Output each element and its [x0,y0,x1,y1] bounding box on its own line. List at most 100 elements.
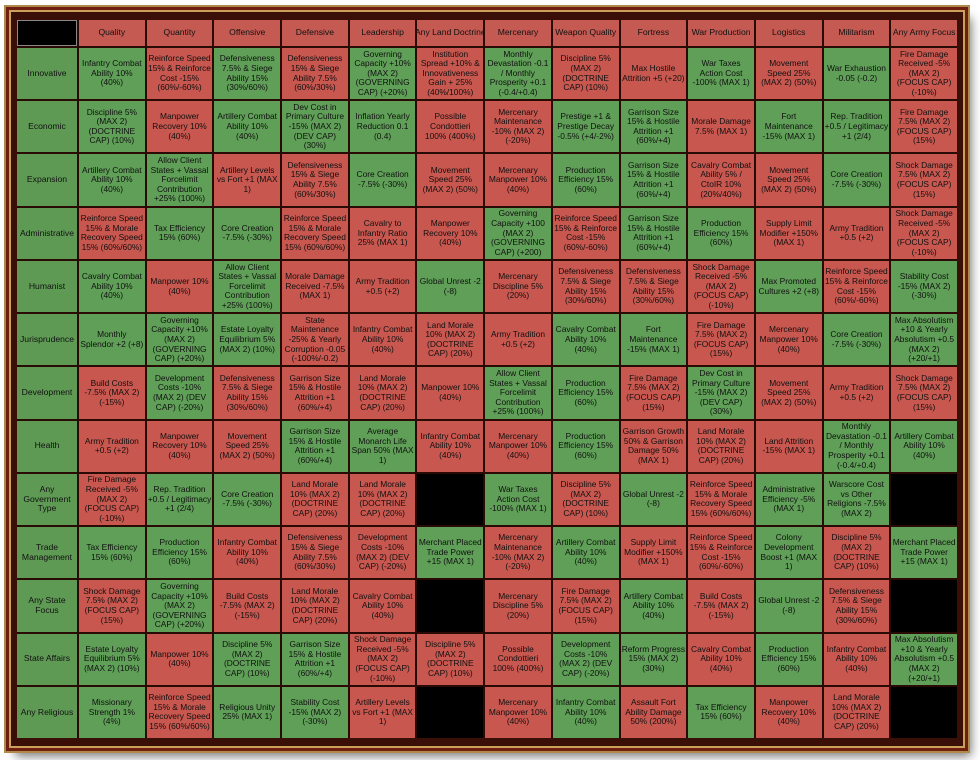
policy-cell[interactable]: Mercenary Maintenance -10% (MAX 2) (-20%… [485,527,551,579]
policy-cell[interactable]: Reinforce Speed 15% & Reinforce Cost -15… [823,260,890,313]
policy-cell[interactable]: Global Unrest -2 (-8) [755,580,822,632]
policy-cell[interactable]: War Taxes Action Cost -100% (MAX 1) [485,473,551,526]
policy-cell[interactable]: Defensiveness 7.5% & Siege Ability 15% (… [620,260,687,313]
policy-cell[interactable]: War Exhaustion -0.05 (-0.2) [823,48,890,100]
policy-cell[interactable]: Reinforce Speed 15% & Reinforce Cost -15… [688,527,754,579]
policy-cell[interactable]: Rep. Tradition +0.5 / Legitimacy +1 (2/4… [823,101,890,153]
policy-cell[interactable]: Garrison Size 15% & Hostile Attrition +1… [620,207,687,259]
policy-cell[interactable]: Mercenary Manpower 10% (40%) [485,420,551,472]
policy-cell[interactable]: Reinforce Speed 15% & Reinforce Cost -15… [552,207,619,259]
policy-cell[interactable]: Land Morale 10% (MAX 2) (DOCTRINE CAP) (… [823,686,890,738]
policy-cell[interactable]: Cavalry Combat Ability 10% (40%) [79,260,145,313]
policy-cell[interactable]: Monthly Splendor +2 (+8) [79,314,145,366]
policy-cell[interactable]: Manpower 10% (40%) [146,260,213,313]
policy-cell[interactable]: Land Morale 10% (MAX 2) (DOCTRINE CAP) (… [349,473,416,526]
policy-cell[interactable]: State Maintenance -25% & Yearly Corrupti… [282,314,348,366]
policy-cell[interactable]: Infantry Combat Ability 10% (40%) [552,686,619,738]
policy-cell[interactable]: Administrative Efficiency -5% (MAX 1) [755,473,822,526]
policy-cell[interactable]: Cavalry Combat Ability 5% / CtoIR 10% (2… [688,154,754,206]
policy-cell[interactable]: Cavalry to Infantry Ratio 25% (MAX 1) [349,207,416,259]
policy-cell[interactable]: Governing Capacity +100 (MAX 2) (GOVERNI… [485,207,551,259]
policy-cell[interactable]: Shock Damage Received -5% (MAX 2) (FOCUS… [688,260,754,313]
policy-cell[interactable]: Manpower 10% (40%) [417,367,484,419]
policy-cell[interactable]: Inflation Yearly Reduction 0.1 (0.4) [349,101,416,153]
policy-cell[interactable]: Max Hostile Attrition +5 (+20) [620,48,687,100]
policy-cell[interactable]: War Taxes Action Cost -100% (MAX 1) [688,48,754,100]
policy-cell[interactable]: Movement Speed 25% (MAX 2) (50%) [755,367,822,419]
policy-cell[interactable]: Defensiveness 7.5% & Siege Ability 15% (… [214,48,281,100]
policy-cell[interactable]: Infantry Combat Ability 10% (40%) [349,314,416,366]
policy-cell[interactable]: Movement Speed 25% (MAX 2) (50%) [417,154,484,206]
policy-cell[interactable]: Land Morale 10% (MAX 2) (DOCTRINE CAP) (… [282,473,348,526]
policy-cell[interactable]: Tax Efficiency 15% (60%) [79,527,145,579]
policy-cell[interactable]: Core Creation -7.5% (-30%) [214,473,281,526]
policy-cell[interactable]: Estate Loyalty Equilibrium 5% (MAX 2) (1… [214,314,281,366]
policy-cell[interactable]: Max Promoted Cultures +2 (+8) [755,260,822,313]
policy-cell[interactable]: Manpower Recovery 10% (40%) [417,207,484,259]
policy-cell[interactable]: Infantry Combat Ability 10% (40%) [79,48,145,100]
policy-cell[interactable]: Supply Limit Modifier +150% (MAX 1) [755,207,822,259]
policy-cell[interactable]: Stability Cost -15% (MAX 2) (-30%) [891,260,957,313]
policy-cell[interactable]: Production Efficiency 15% (60%) [552,154,619,206]
policy-cell[interactable]: Movement Speed 25% (MAX 2) (50%) [214,420,281,472]
policy-cell[interactable]: Rep. Tradition +0.5 / Legitimacy +1 (2/4… [146,473,213,526]
policy-cell[interactable]: Discipline 5% (MAX 2) (DOCTRINE CAP) (10… [214,633,281,685]
policy-cell[interactable]: Garrison Size 15% & Hostile Attrition +1… [282,633,348,685]
policy-cell[interactable]: Discipline 5% (MAX 2) (DOCTRINE CAP) (10… [552,48,619,100]
policy-cell[interactable]: Manpower Recovery 10% (40%) [146,420,213,472]
policy-cell[interactable]: Stability Cost -15% (MAX 2) (-30%) [282,686,348,738]
policy-cell[interactable]: Discipline 5% (MAX 2) (DOCTRINE CAP) (10… [823,527,890,579]
policy-cell[interactable]: Defensiveness 15% & Siege Ability 7.5% (… [282,527,348,579]
policy-cell[interactable]: Institution Spread +10% & Innovativeness… [417,48,484,100]
policy-cell[interactable]: Artillery Combat Ability 10% (40%) [214,101,281,153]
policy-cell[interactable]: Fort Maintenance -15% (MAX 1) [620,314,687,366]
policy-cell[interactable]: Movement Speed 25% (MAX 2) (50%) [755,48,822,100]
policy-cell[interactable]: Supply Limit Modifier +150% (MAX 1) [620,527,687,579]
policy-cell[interactable]: Army Tradition +0.5 (+2) [79,420,145,472]
policy-cell[interactable]: Fire Damage 7.5% (MAX 2) (FOCUS CAP) (15… [620,367,687,419]
policy-cell[interactable]: Reinforce Speed 15% & Morale Recovery Sp… [282,207,348,259]
policy-cell[interactable]: Core Creation -7.5% (-30%) [823,314,890,366]
policy-cell[interactable]: Defensiveness 7.5% & Siege Ability 15% (… [214,367,281,419]
policy-cell[interactable]: Tax Efficiency 15% (60%) [688,686,754,738]
policy-cell[interactable]: Reform Progress 15% (MAX 2) (30%) [620,633,687,685]
policy-cell[interactable]: Garrison Size 15% & Hostile Attrition +1… [282,420,348,472]
policy-cell[interactable]: Land Morale 10% (MAX 2) (DOCTRINE CAP) (… [688,420,754,472]
policy-cell[interactable]: Possible Condottieri 100% (400%) [417,101,484,153]
policy-cell[interactable]: Mercenary Discipline 5% (20%) [485,580,551,632]
policy-cell[interactable]: Morale Damage Received -7.5% (MAX 1) [282,260,348,313]
policy-cell[interactable]: Army Tradition +0.5 (+2) [485,314,551,366]
policy-cell[interactable]: Movement Speed 25% (MAX 2) (50%) [755,154,822,206]
policy-cell[interactable]: Fire Damage 7.5% (MAX 2) (FOCUS CAP) (15… [552,580,619,632]
policy-cell[interactable]: Reinforce Speed 15% & Morale Recovery Sp… [688,473,754,526]
policy-cell[interactable]: Defensiveness 15% & Siege Ability 7.5% (… [282,48,348,100]
policy-cell[interactable]: Land Morale 10% (MAX 2) (DOCTRINE CAP) (… [282,580,348,632]
policy-cell[interactable]: Manpower Recovery 10% (40%) [755,686,822,738]
policy-cell[interactable]: Governing Capacity +10% (MAX 2) (GOVERNI… [349,48,416,100]
policy-cell[interactable]: Cavalry Combat Ability 10% (40%) [688,633,754,685]
policy-cell[interactable]: Cavalry Combat Ability 10% (40%) [552,314,619,366]
policy-cell[interactable]: Cavalry Combat Ability 10% (40%) [349,580,416,632]
policy-cell[interactable]: Allow Client States + Vassal Forcelimit … [485,367,551,419]
policy-cell[interactable]: Dev Cost in Primary Culture -15% (MAX 2)… [688,367,754,419]
policy-cell[interactable]: Estate Loyalty Equilibrium 5% (MAX 2) (1… [79,633,145,685]
policy-cell[interactable]: Shock Damage 7.5% (MAX 2) (FOCUS CAP) (1… [891,154,957,206]
policy-cell[interactable]: Build Costs -7.5% (MAX 2) (-15%) [688,580,754,632]
policy-cell[interactable]: Possible Condottieri 100% (400%) [485,633,551,685]
policy-cell[interactable]: Development Costs -10% (MAX 2) (DEV CAP)… [349,527,416,579]
policy-cell[interactable]: Mercenary Manpower 10% (40%) [485,154,551,206]
policy-cell[interactable]: Infantry Combat Ability 10% (40%) [417,420,484,472]
policy-cell[interactable]: Mercenary Maintenance -10% (MAX 2) (-20%… [485,101,551,153]
policy-cell[interactable]: Colony Development Boost +1 (MAX 1) [755,527,822,579]
policy-cell[interactable]: Global Unrest -2 (-8) [417,260,484,313]
policy-cell[interactable]: Monthly Devastation -0.1 / Monthly Prosp… [823,420,890,472]
policy-cell[interactable]: Production Efficiency 15% (60%) [755,633,822,685]
policy-cell[interactable]: Shock Damage 7.5% (MAX 2) (FOCUS CAP) (1… [79,580,145,632]
policy-cell[interactable]: Production Efficiency 15% (60%) [552,367,619,419]
policy-cell[interactable]: Fort Maintenance -15% (MAX 1) [755,101,822,153]
policy-cell[interactable]: Infantry Combat Ability 10% (40%) [214,527,281,579]
policy-cell[interactable]: Discipline 5% (MAX 2) (DOCTRINE CAP) (10… [417,633,484,685]
policy-cell[interactable]: Garrison Growth 50% & Garrison Damage 50… [620,420,687,472]
policy-cell[interactable]: Average Monarch Life Span 50% (MAX 1) [349,420,416,472]
policy-cell[interactable]: Merchant Placed Trade Power +15 (MAX 1) [891,527,957,579]
